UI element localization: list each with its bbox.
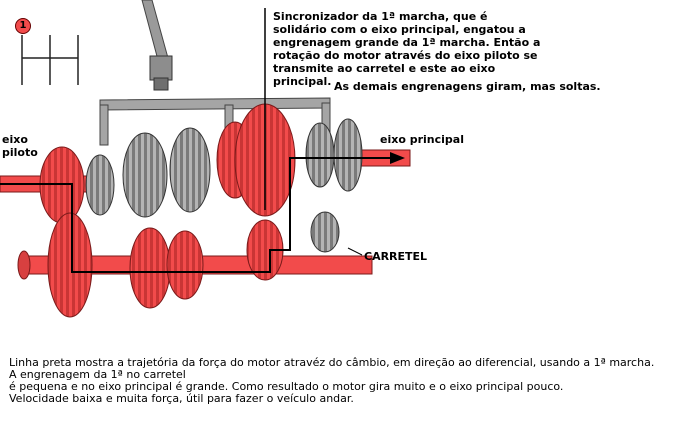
label-eixo-piloto: eixo piloto — [2, 133, 38, 159]
others-callout: As demais engrenagens giram, mas soltas. — [334, 80, 601, 93]
gear-gray-end — [333, 118, 363, 192]
label-carretel: CARRETEL — [364, 250, 428, 263]
shift-pattern-icon — [21, 35, 79, 85]
gear-gray-reverse — [305, 122, 335, 188]
power-flow-line — [0, 157, 390, 273]
label-eixo-principal: eixo principal — [380, 133, 464, 146]
reverse-idler — [310, 211, 340, 253]
gear-indicator-badge: 1 — [15, 18, 31, 34]
counter-gear-3 — [166, 230, 204, 300]
power-flow-arrow — [390, 152, 405, 164]
caption-line-3: é pequena e no eixo principal é grande. … — [9, 380, 564, 393]
shift-lever — [141, 0, 173, 91]
caption-line-1: Linha preta mostra a trajetória da força… — [9, 356, 655, 369]
gear-gray-3 — [169, 127, 211, 213]
synchro-callout: Sincronizador da 1ª marcha, que é solidá… — [273, 10, 541, 88]
counter-gear-1 — [47, 212, 93, 318]
caption: Linha preta mostra a trajetória da força… — [9, 356, 655, 405]
carretel-leader-line — [347, 247, 363, 256]
caption-line-4: Velocidade baixa e muita força, útil par… — [9, 392, 354, 405]
counter-gear-2 — [129, 227, 171, 309]
synchro-gear-gray-2 — [122, 132, 168, 218]
synchro-gear-gray-1 — [85, 154, 115, 216]
caption-line-2: A engrenagem da 1ª no carretel — [9, 368, 186, 381]
